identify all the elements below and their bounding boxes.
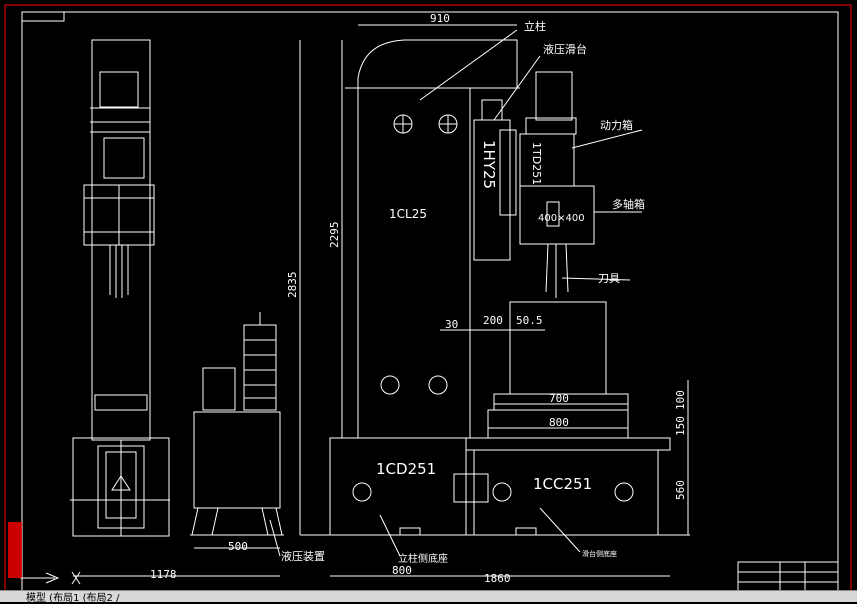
bases	[300, 437, 690, 536]
layout-tabs-text[interactable]: 模型 (布局1 (布局2 /	[26, 593, 120, 604]
label-slide-base: 滑台侧底座	[582, 549, 617, 558]
label-multi-spindle-box: 多轴箱	[612, 197, 645, 211]
dim-1178: 1178	[150, 568, 177, 581]
dim-150: 150	[674, 416, 687, 436]
ucs-icon	[20, 571, 81, 585]
part-slide-base-model: 1CC251	[533, 475, 592, 493]
dim-500: 500	[228, 540, 248, 553]
dim-200: 200	[483, 314, 503, 327]
dim-560: 560	[674, 480, 687, 500]
dim-800-base: 800	[392, 564, 412, 577]
part-column-base-model: 1CD251	[376, 460, 436, 478]
hydraulic-slide	[473, 99, 517, 261]
dim-height-inner: 2295	[328, 222, 341, 249]
label-column-base: 立柱侧底座	[398, 552, 448, 565]
power-box	[519, 71, 577, 187]
label-column: 立柱	[524, 19, 546, 33]
outer-border	[4, 4, 852, 595]
left-toolbar[interactable]	[8, 522, 22, 578]
spindle-box	[519, 185, 595, 298]
dim-30: 30	[445, 318, 458, 331]
dim-1860: 1860	[484, 572, 511, 585]
label-hydraulic-unit: 液压装置	[281, 549, 325, 563]
dim-height-total: 2835	[286, 272, 299, 299]
label-cutter: 刀具	[598, 272, 620, 285]
dim-50-5: 50.5	[516, 314, 543, 327]
dim-700: 700	[549, 392, 569, 405]
dim-100: 100	[674, 390, 687, 410]
part-power-box-model: 1TD251	[530, 142, 543, 185]
label-power-box: 动力箱	[600, 118, 633, 132]
label-hydraulic-slide: 液压滑台	[543, 42, 587, 56]
dimension-lines	[73, 24, 689, 577]
dim-top-width: 910	[430, 12, 450, 25]
dim-800-table: 800	[549, 416, 569, 429]
hydraulic-unit	[190, 312, 284, 536]
part-spindle-box-size: 400×400	[538, 213, 585, 224]
leader-lines	[269, 29, 643, 557]
corner-tag	[21, 11, 65, 22]
side-view	[70, 39, 170, 537]
part-column-model: 1CL25	[389, 207, 427, 221]
layout-tab-bar[interactable]: 模型 (布局1 (布局2 /	[0, 590, 857, 604]
part-slide-model: 1HY25	[480, 140, 498, 189]
title-block[interactable]	[737, 561, 839, 592]
